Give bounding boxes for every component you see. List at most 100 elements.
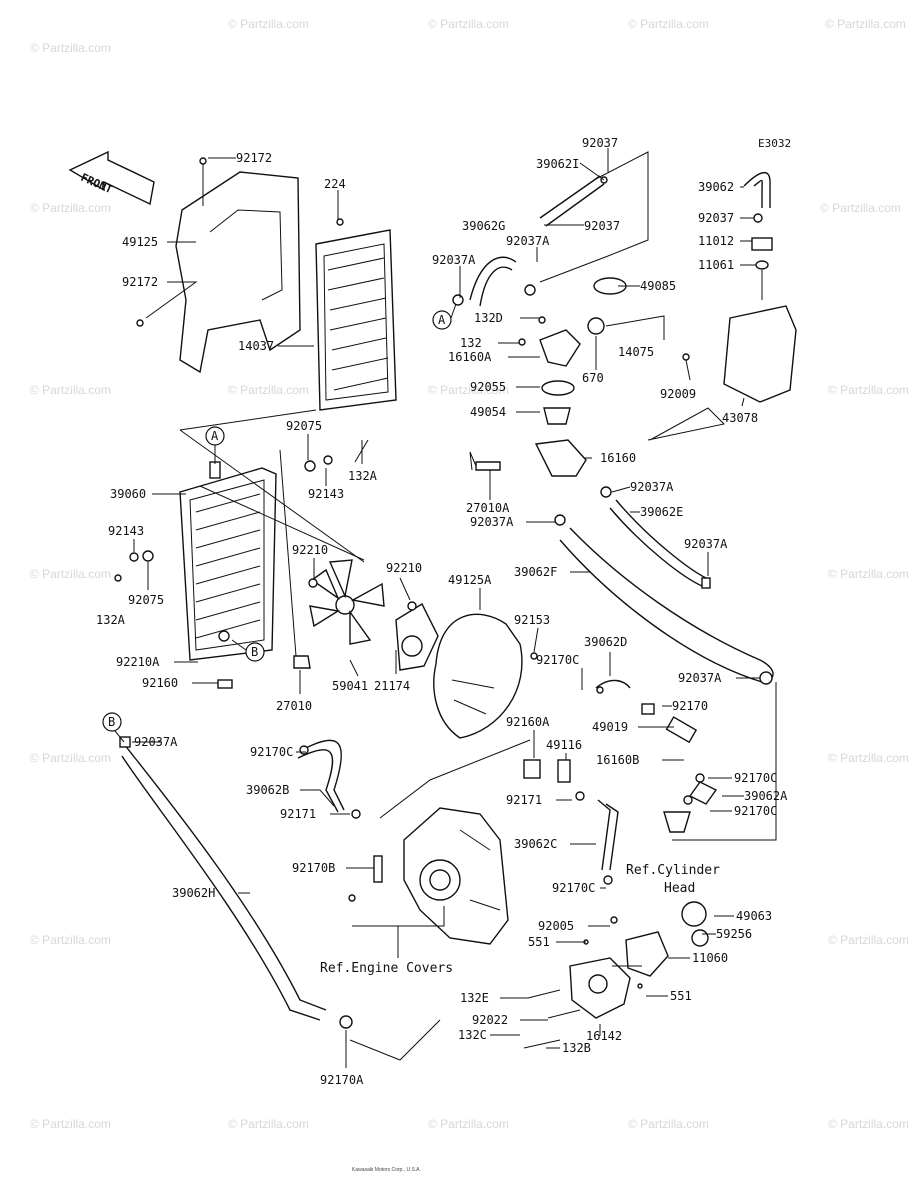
part-label: 16160B xyxy=(596,753,639,767)
part-label: 92170B xyxy=(292,861,335,875)
part-label: 43078 xyxy=(722,411,758,425)
part-label: 551 xyxy=(528,935,550,949)
water-pump-art xyxy=(523,901,709,1049)
reservoir-tank-art xyxy=(682,172,797,403)
callout-letter: A xyxy=(211,429,219,443)
part-label: 92037A xyxy=(432,253,476,267)
part-label: 132B xyxy=(562,1041,591,1055)
part-label: 39062H xyxy=(172,886,215,900)
part-label: 39062F xyxy=(514,565,557,579)
front-arrow-icon: FRONT xyxy=(68,150,155,206)
part-label: 92009 xyxy=(660,387,696,401)
part-label: 92037 xyxy=(698,211,734,225)
part-label: 132C xyxy=(458,1028,487,1042)
part-label: 27010 xyxy=(276,699,312,713)
part-label: 49116 xyxy=(546,738,582,752)
watermark: © Partzilla.com xyxy=(828,383,909,397)
watermark: © Partzilla.com xyxy=(628,17,709,31)
part-label: 92170C xyxy=(552,881,595,895)
part-label: 39062E xyxy=(640,505,683,519)
part-label: 224 xyxy=(324,177,346,191)
copyright-line1: Kawasaki Motors Corp., U.S.A. xyxy=(352,1167,421,1173)
radiator-screen-art xyxy=(315,218,397,411)
watermark: © Partzilla.com xyxy=(30,383,111,397)
part-label: 670 xyxy=(582,371,604,385)
part-label: 92170C xyxy=(536,653,579,667)
ref-cylinder-head-line1: Ref.Cylinder xyxy=(626,863,720,878)
part-label: 11061 xyxy=(698,258,734,272)
part-label: 59041 xyxy=(332,679,368,693)
part-label: 92170C xyxy=(250,745,293,759)
part-label: 16160 xyxy=(600,451,636,465)
part-label: 49063 xyxy=(736,909,772,923)
part-label: 11060 xyxy=(692,951,728,965)
engine-cover-art xyxy=(403,807,509,945)
fan-art xyxy=(309,559,385,645)
part-label: 49125 xyxy=(122,235,158,249)
part-label: 92022 xyxy=(472,1013,508,1027)
part-label: 39062C xyxy=(514,837,557,851)
parts-artwork xyxy=(114,157,797,1049)
ref-engine-covers: Ref.Engine Covers xyxy=(320,961,453,976)
callout-a-radiator: A xyxy=(205,426,225,464)
watermark: © Partzilla.com xyxy=(30,933,111,947)
watermark: © Partzilla.com xyxy=(30,201,111,215)
fan-shroud-art xyxy=(395,601,538,739)
radiator-shroud-art xyxy=(136,157,301,374)
part-label: 92170C xyxy=(734,804,777,818)
callout-b-hose: B xyxy=(102,712,125,743)
part-label: 92170 xyxy=(672,699,708,713)
part-label: 49125A xyxy=(448,573,492,587)
watermark: © Partzilla.com xyxy=(825,17,906,31)
part-label: 92055 xyxy=(470,380,506,394)
part-label: 39060 xyxy=(110,487,146,501)
part-label: 39062G xyxy=(462,219,505,233)
part-label: 21174 xyxy=(374,679,410,693)
part-label: 49019 xyxy=(592,720,628,734)
part-label: 92143 xyxy=(108,524,144,538)
part-label: 132A xyxy=(348,469,378,483)
watermark: © Partzilla.com xyxy=(30,751,111,765)
part-label: 92037A xyxy=(470,515,514,529)
part-label: 92171 xyxy=(506,793,542,807)
part-label: 16160A xyxy=(448,350,492,364)
part-label: 92171 xyxy=(280,807,316,821)
watermark: © Partzilla.com xyxy=(30,41,111,55)
part-label: 92160 xyxy=(142,676,178,690)
part-label: 39062 xyxy=(698,180,734,194)
part-label: 132 xyxy=(460,336,482,350)
part-label: 132A xyxy=(96,613,126,627)
part-label: 92037A xyxy=(684,537,728,551)
part-label: 49054 xyxy=(470,405,506,419)
watermark: © Partzilla.com xyxy=(828,751,909,765)
watermark: © Partzilla.com xyxy=(428,1117,509,1131)
part-label: 92037 xyxy=(582,136,618,150)
watermark: © Partzilla.com xyxy=(428,383,509,397)
callout-letter: A xyxy=(438,313,446,327)
watermark: © Partzilla.com xyxy=(828,933,909,947)
part-labels: 92172 49125 92172 224 14037 39062I 92037… xyxy=(96,136,788,1087)
part-label: 92170C xyxy=(734,771,777,785)
part-label: 16142 xyxy=(586,1029,622,1043)
part-label: 551 xyxy=(670,989,692,1003)
radiator-art xyxy=(179,461,277,689)
copyright: Kawasaki Motors Corp., U.S.A. xyxy=(352,1167,421,1173)
part-label: 11012 xyxy=(698,234,734,248)
part-label: 92160A xyxy=(506,715,550,729)
watermark: © Partzilla.com xyxy=(228,1117,309,1131)
part-label: 92005 xyxy=(538,919,574,933)
watermark: © Partzilla.com xyxy=(820,201,901,215)
part-label: 39062B xyxy=(246,783,289,797)
part-label: 92143 xyxy=(308,487,344,501)
watermark: © Partzilla.com xyxy=(428,17,509,31)
leader-lines xyxy=(132,148,777,1068)
ref-cylinder-head-line2: Head xyxy=(664,881,695,896)
part-label: 92210A xyxy=(116,655,160,669)
part-label: 92037A xyxy=(506,234,550,248)
watermark: © Partzilla.com xyxy=(228,17,309,31)
part-label: 92037A xyxy=(678,671,722,685)
part-label: 132E xyxy=(460,991,489,1005)
hoses-upper-art xyxy=(452,175,774,685)
part-label: 92037A xyxy=(630,480,674,494)
